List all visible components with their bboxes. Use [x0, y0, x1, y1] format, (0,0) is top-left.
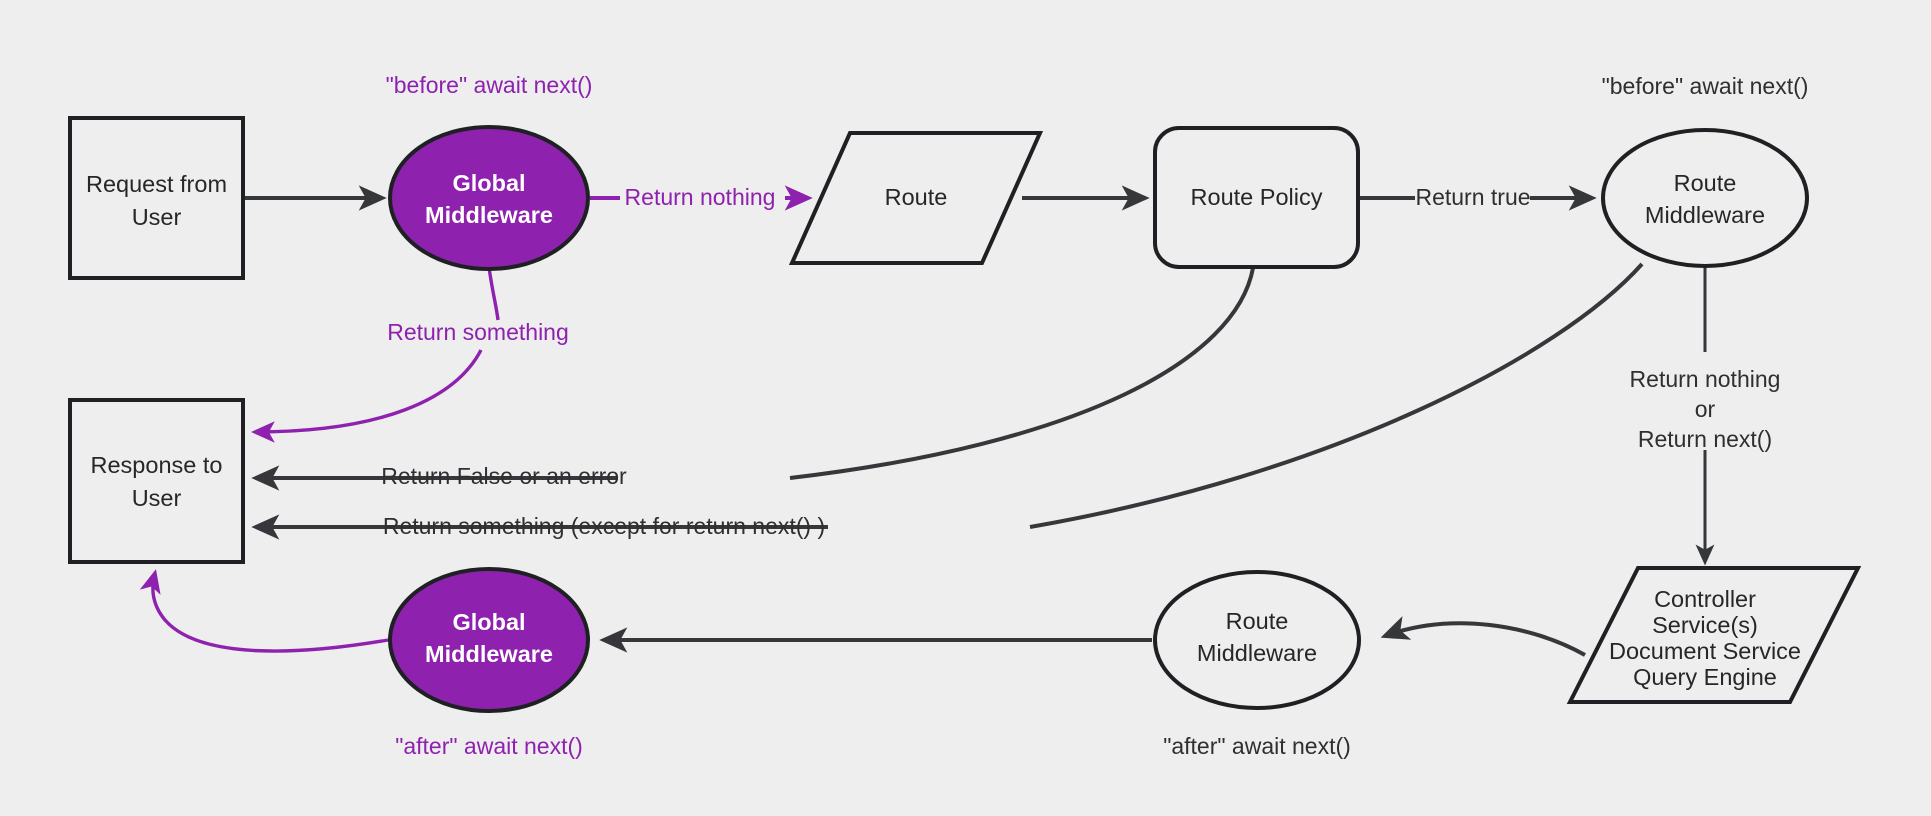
global-middleware-bottom-label-line2: Middleware — [425, 641, 553, 667]
edge-label-return-nothing-line2: or — [1695, 396, 1716, 422]
request-from-user-label-line1: Request from — [86, 171, 227, 197]
route-shape — [788, 131, 1044, 265]
node-global-middleware-top[interactable]: Global Middleware — [388, 125, 590, 271]
edge-label-return-nothing: Return nothing — [625, 184, 776, 210]
controller-services-shape — [1566, 566, 1862, 704]
edge-global-middleware-to-response-2 — [251, 349, 483, 443]
annotation-after-await-next-global: "after" await next() — [395, 733, 583, 759]
edge-label-return-false-or-error: Return False or an error — [381, 463, 627, 489]
controller-services-label-line4: Query Engine — [1633, 664, 1777, 690]
node-route-middleware-bottom[interactable]: Route Middleware — [1153, 570, 1361, 710]
request-from-user-shape — [68, 116, 245, 280]
route-policy-shape — [1153, 126, 1360, 269]
response-to-user-shape — [68, 398, 245, 564]
response-to-user-label-line1: Response to — [91, 452, 223, 478]
edge-global-middleware-bottom-to-response — [139, 569, 389, 653]
request-from-user-label-line2: User — [132, 204, 182, 230]
route-middleware-bottom-label-line1: Route — [1226, 608, 1289, 634]
controller-services-label-line3: Document Service — [1609, 638, 1801, 664]
node-route[interactable]: Route — [788, 131, 1044, 265]
route-middleware-top-label-line1: Route — [1674, 170, 1737, 196]
edge-global-middleware-to-response — [487, 266, 500, 321]
global-middleware-top-label-line1: Global — [452, 170, 525, 196]
node-route-middleware-top[interactable]: Route Middleware — [1601, 128, 1809, 268]
response-to-user-label-line2: User — [132, 485, 182, 511]
controller-services-label-line2: Service(s) — [1652, 612, 1758, 638]
edge-label-return-nothing-line3: Return next() — [1638, 426, 1772, 452]
global-middleware-bottom-label-line1: Global — [452, 609, 525, 635]
annotation-before-await-next-route: "before" await next() — [1602, 73, 1809, 99]
route-middleware-top-label-line2: Middleware — [1645, 202, 1765, 228]
node-request-from-user[interactable]: Request from User — [68, 116, 245, 280]
route-policy-label: Route Policy — [1191, 184, 1323, 210]
node-controller-services[interactable]: Controller Service(s) Document Service Q… — [1566, 566, 1862, 704]
route-middleware-bottom-shape — [1153, 570, 1361, 710]
global-middleware-bottom-shape — [388, 567, 590, 713]
annotation-after-await-next-route: "after" await next() — [1163, 733, 1351, 759]
annotation-before-await-next-global: "before" await next() — [386, 72, 593, 98]
edge-route-policy-to-response — [789, 267, 1255, 480]
route-label: Route — [885, 184, 948, 210]
edge-route-middleware-to-response — [1029, 262, 1644, 529]
route-middleware-top-shape — [1601, 128, 1809, 268]
edge-label-return-nothing-line1: Return nothing — [1630, 366, 1781, 392]
node-response-to-user[interactable]: Response to User — [68, 398, 245, 564]
edge-label-return-something: Return something — [387, 319, 569, 345]
node-route-policy[interactable]: Route Policy — [1153, 126, 1360, 269]
global-middleware-top-shape — [388, 125, 590, 271]
edge-label-return-true: Return true — [1415, 184, 1530, 210]
route-middleware-bottom-label-line2: Middleware — [1197, 640, 1317, 666]
edge-controller-to-route-middleware-bottom — [1380, 616, 1586, 657]
edge-label-return-something-except: Return something (except for return next… — [383, 513, 825, 539]
controller-services-label-line1: Controller — [1654, 586, 1756, 612]
node-global-middleware-bottom[interactable]: Global Middleware — [388, 567, 590, 713]
global-middleware-top-label-line2: Middleware — [425, 202, 553, 228]
